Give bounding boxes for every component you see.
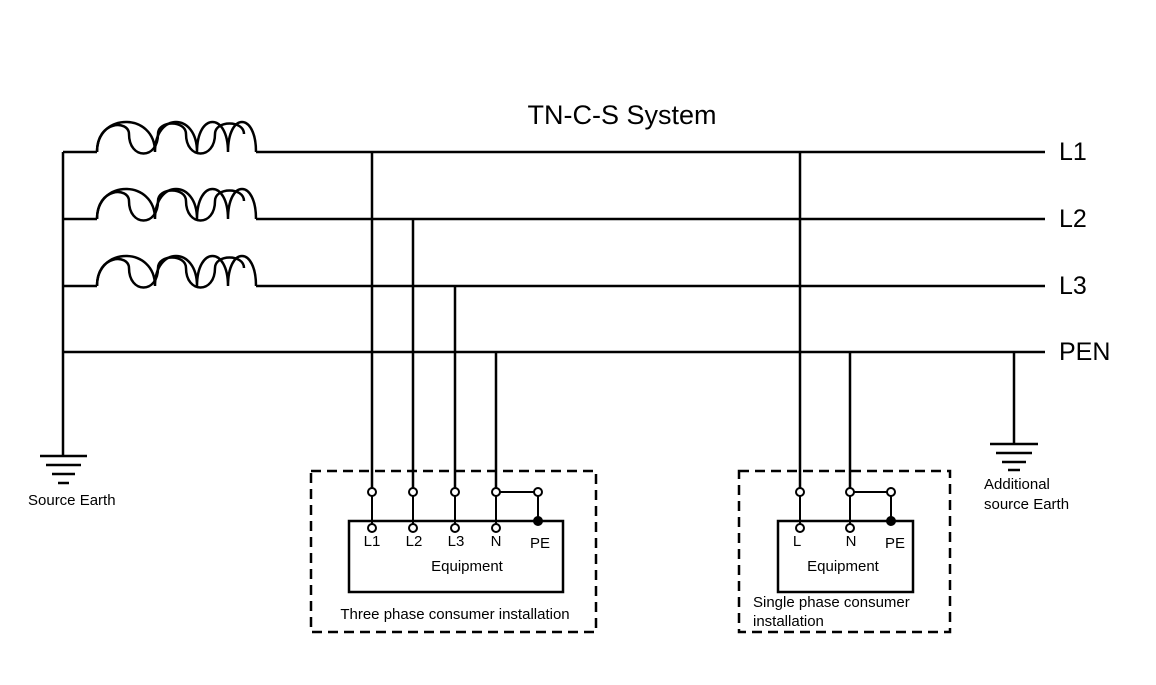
single-phase-installation-boundary [737, 469, 952, 634]
single-phase-terminal-label-l: L [793, 533, 801, 550]
three-phase-terminal-label-n: N [491, 533, 502, 550]
three-phase-terminal-label-l3: L3 [448, 533, 465, 550]
three-phase-terminal-label-pe: PE [530, 535, 550, 552]
three-phase-terminal-label-l1: L1 [364, 533, 381, 550]
three-phase-terminal-label-l2: L2 [406, 533, 423, 550]
earth-ground-icon [990, 442, 1038, 472]
additional-earth-label-line2: source Earth [984, 496, 1069, 513]
three-phase-upper-terminal-l1 [367, 487, 377, 497]
single-phase-terminal-l [795, 523, 805, 533]
single-phase-terminal-label-n: N [846, 533, 857, 550]
bus-label-pen: PEN [1059, 338, 1110, 366]
source-earth-label: Source Earth [28, 492, 116, 509]
three-phase-installation-label: Three phase consumer installation [340, 606, 569, 623]
single-phase-terminal-label-pe: PE [885, 535, 905, 552]
transformer-coil-icon [95, 254, 258, 289]
additional-earth-label-line1: Additional [984, 476, 1050, 493]
three-phase-terminal-pe [533, 516, 543, 526]
single-phase-installation-label-line2: installation [753, 613, 824, 630]
three-phase-upper-terminal-pe [533, 487, 543, 497]
single-phase-upper-terminal-l [795, 487, 805, 497]
three-phase-upper-terminal-l2 [408, 487, 418, 497]
single-phase-upper-terminal-pe [886, 487, 896, 497]
diagram-title: TN-C-S System [528, 100, 717, 130]
three-phase-equipment-label: Equipment [431, 558, 504, 575]
single-phase-terminal-n [845, 523, 855, 533]
three-phase-terminal-n [491, 523, 501, 533]
transformer-coil-icon [95, 120, 258, 155]
single-phase-installation-label-line1: Single phase consumer [753, 594, 910, 611]
single-phase-terminal-pe [886, 516, 896, 526]
bus-label-l3: L3 [1059, 272, 1087, 300]
three-phase-terminal-l1 [367, 523, 377, 533]
bus-label-l2: L2 [1059, 205, 1087, 233]
transformer-coil-icon [95, 187, 258, 222]
single-phase-upper-terminal-n [845, 487, 855, 497]
three-phase-equipment-box [347, 519, 565, 594]
three-phase-terminal-l2 [408, 523, 418, 533]
three-phase-upper-terminal-n [491, 487, 501, 497]
three-phase-terminal-l3 [450, 523, 460, 533]
earth-ground-icon [40, 454, 87, 485]
single-phase-equipment-box [776, 519, 915, 594]
single-phase-equipment-label: Equipment [807, 558, 880, 575]
three-phase-upper-terminal-l3 [450, 487, 460, 497]
bus-label-l1: L1 [1059, 138, 1087, 166]
